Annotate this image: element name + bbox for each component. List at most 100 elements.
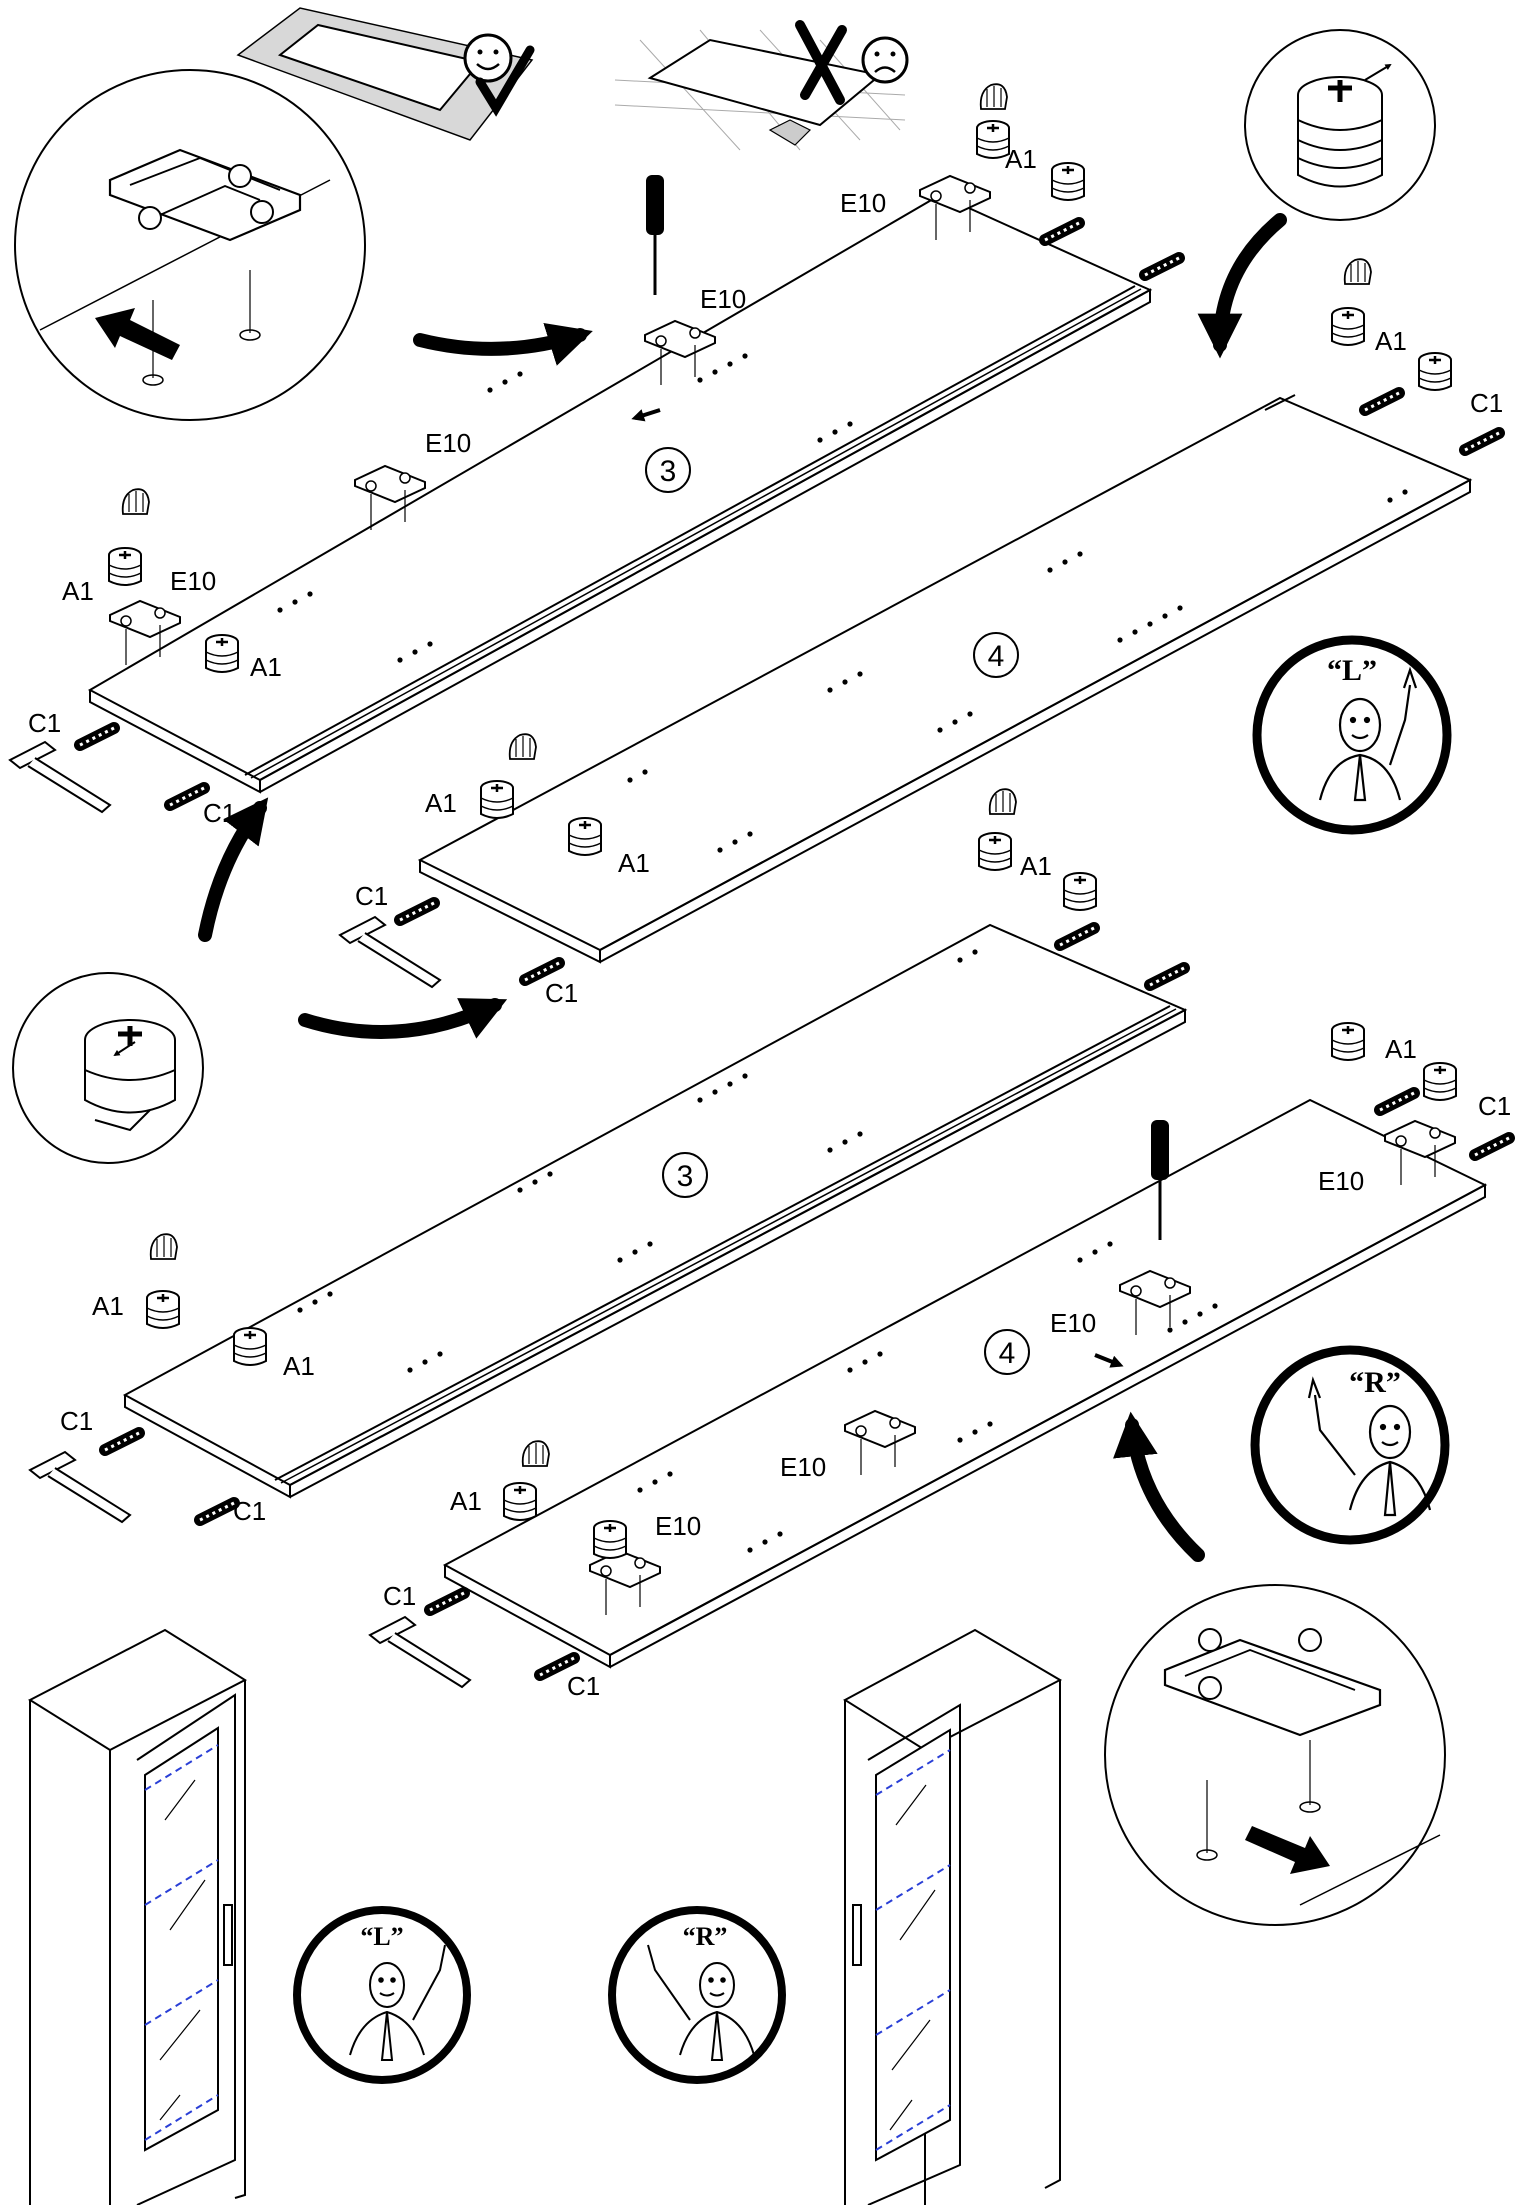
hand-press-icon [1343, 258, 1372, 285]
dowel-pin [1469, 1132, 1515, 1161]
part-label-a1: A1 [618, 848, 650, 878]
hinge-mounting-plate [1384, 1119, 1456, 1185]
dowel-pin [74, 722, 120, 751]
panel-number-callout: 4 [973, 632, 1019, 678]
door-handle [852, 1904, 862, 1966]
dowel-pin [424, 1587, 470, 1616]
part-label-a1: A1 [283, 1351, 315, 1381]
part-label-c1: C1 [1470, 388, 1503, 418]
part-label-c1: C1 [355, 881, 388, 911]
cam-lock-fitting [480, 780, 514, 819]
cam-lock-detail-top [1244, 29, 1436, 221]
part-label-c1: C1 [28, 708, 61, 738]
dowel-pin [164, 782, 210, 811]
slide-direction-arrow-icon [95, 308, 180, 360]
hinge-mounting-plate [109, 599, 181, 665]
part-label-a1: A1 [1020, 851, 1052, 881]
hand-press-icon [149, 1233, 178, 1260]
part-label-c1: C1 [1478, 1091, 1511, 1121]
panel-number: 4 [999, 1337, 1016, 1370]
hammer-icon [8, 740, 112, 814]
part-label-e10: E10 [425, 428, 471, 458]
panel-4-top [417, 394, 1473, 964]
cam-lock-fitting [233, 1327, 267, 1366]
right-hand-badge: “R” [1250, 1345, 1450, 1545]
panel-4-bottom [442, 1098, 1488, 1669]
part-label-a1: A1 [425, 788, 457, 818]
panel-number: 3 [660, 455, 677, 488]
hammer-icon [368, 1615, 472, 1689]
badge-label: “R” [683, 1922, 728, 1951]
cam-lock-fitting [1423, 1062, 1457, 1101]
cabinet-right-door [843, 1628, 1063, 2206]
cam-lock-detail-left [12, 972, 204, 1164]
bad-surface-hint [614, 20, 909, 151]
hinge-mounting-plate [844, 1409, 916, 1475]
part-label-e10: E10 [840, 188, 886, 218]
dowel-pin [394, 897, 440, 926]
cam-lock-fitting [593, 1520, 627, 1559]
cam-lock-fitting [568, 817, 602, 856]
dowel-pin [1039, 217, 1085, 246]
panel-3-top [87, 193, 1153, 794]
small-left-hand-badge: “L” [293, 1906, 471, 2084]
part-label-a1: A1 [250, 652, 282, 682]
part-label-c1: C1 [203, 798, 236, 828]
hinge-mounting-plate [644, 319, 716, 385]
hand-press-icon [521, 1440, 550, 1467]
part-label-c1: C1 [60, 1406, 93, 1436]
hinge-plate-detail-bottom [1104, 1584, 1446, 1926]
dowel-pin [194, 1497, 240, 1526]
cam-lock-fitting [1051, 162, 1085, 201]
badge-label: “L” [1327, 654, 1377, 687]
cam-lock-fitting [108, 547, 142, 586]
screwdriver-icon [1151, 1120, 1169, 1240]
part-label-e10: E10 [700, 284, 746, 314]
hand-press-icon [508, 733, 537, 760]
hand-press-icon [988, 788, 1017, 815]
part-label-a1: A1 [92, 1291, 124, 1321]
part-label-e10: E10 [655, 1511, 701, 1541]
hammer-icon [28, 1450, 132, 1524]
dowel-pin [1144, 962, 1190, 991]
cam-lock-fitting [1331, 307, 1365, 346]
part-label-c1: C1 [567, 1671, 600, 1701]
checkmark-icon [475, 45, 535, 117]
cabinet-left-door [27, 1628, 248, 2206]
flow-arrows [198, 213, 1287, 1562]
part-label-e10: E10 [780, 1452, 826, 1482]
panel-number-callout: 4 [984, 1329, 1030, 1375]
hinge-plate-detail-top [14, 69, 366, 421]
hand-press-icon [121, 488, 150, 515]
hinge-mounting-plate [354, 464, 426, 530]
part-label-a1: A1 [450, 1486, 482, 1516]
door-handle [223, 1904, 233, 1966]
small-right-hand-badge: “R” [608, 1906, 786, 2084]
cam-lock-fitting [1063, 872, 1097, 911]
hammer-icon [338, 915, 442, 989]
screwdriver-icon [646, 175, 664, 295]
cam-lock-fitting [976, 120, 1010, 159]
sad-face-icon [861, 36, 909, 84]
happy-face-icon [463, 33, 513, 83]
slide-direction-arrow-icon [1245, 1826, 1330, 1874]
part-label-c1: C1 [383, 1581, 416, 1611]
part-label-a1: A1 [62, 576, 94, 606]
part-label-e10: E10 [1318, 1166, 1364, 1196]
panel-number-callout: 3 [662, 1152, 708, 1198]
dowel-pin [519, 957, 565, 986]
dowel-pin [1139, 252, 1185, 281]
panel-number: 3 [677, 1160, 694, 1193]
cam-lock-fitting [205, 634, 239, 673]
badge-label: “R” [1349, 1366, 1401, 1399]
part-label-e10: E10 [1050, 1308, 1096, 1338]
dowel-pin [1374, 1087, 1420, 1116]
good-surface-hint [236, 7, 535, 141]
part-labels: A1 E10 E10 E10 A1 C1 A1 E10 A1 C1 C1 A1 … [28, 144, 1511, 1701]
cam-lock-fitting [146, 1290, 180, 1329]
panel-number: 4 [988, 640, 1005, 673]
cross-icon [795, 20, 847, 105]
part-label-a1: A1 [1005, 144, 1037, 174]
panel-number-callout: 3 [645, 447, 691, 493]
